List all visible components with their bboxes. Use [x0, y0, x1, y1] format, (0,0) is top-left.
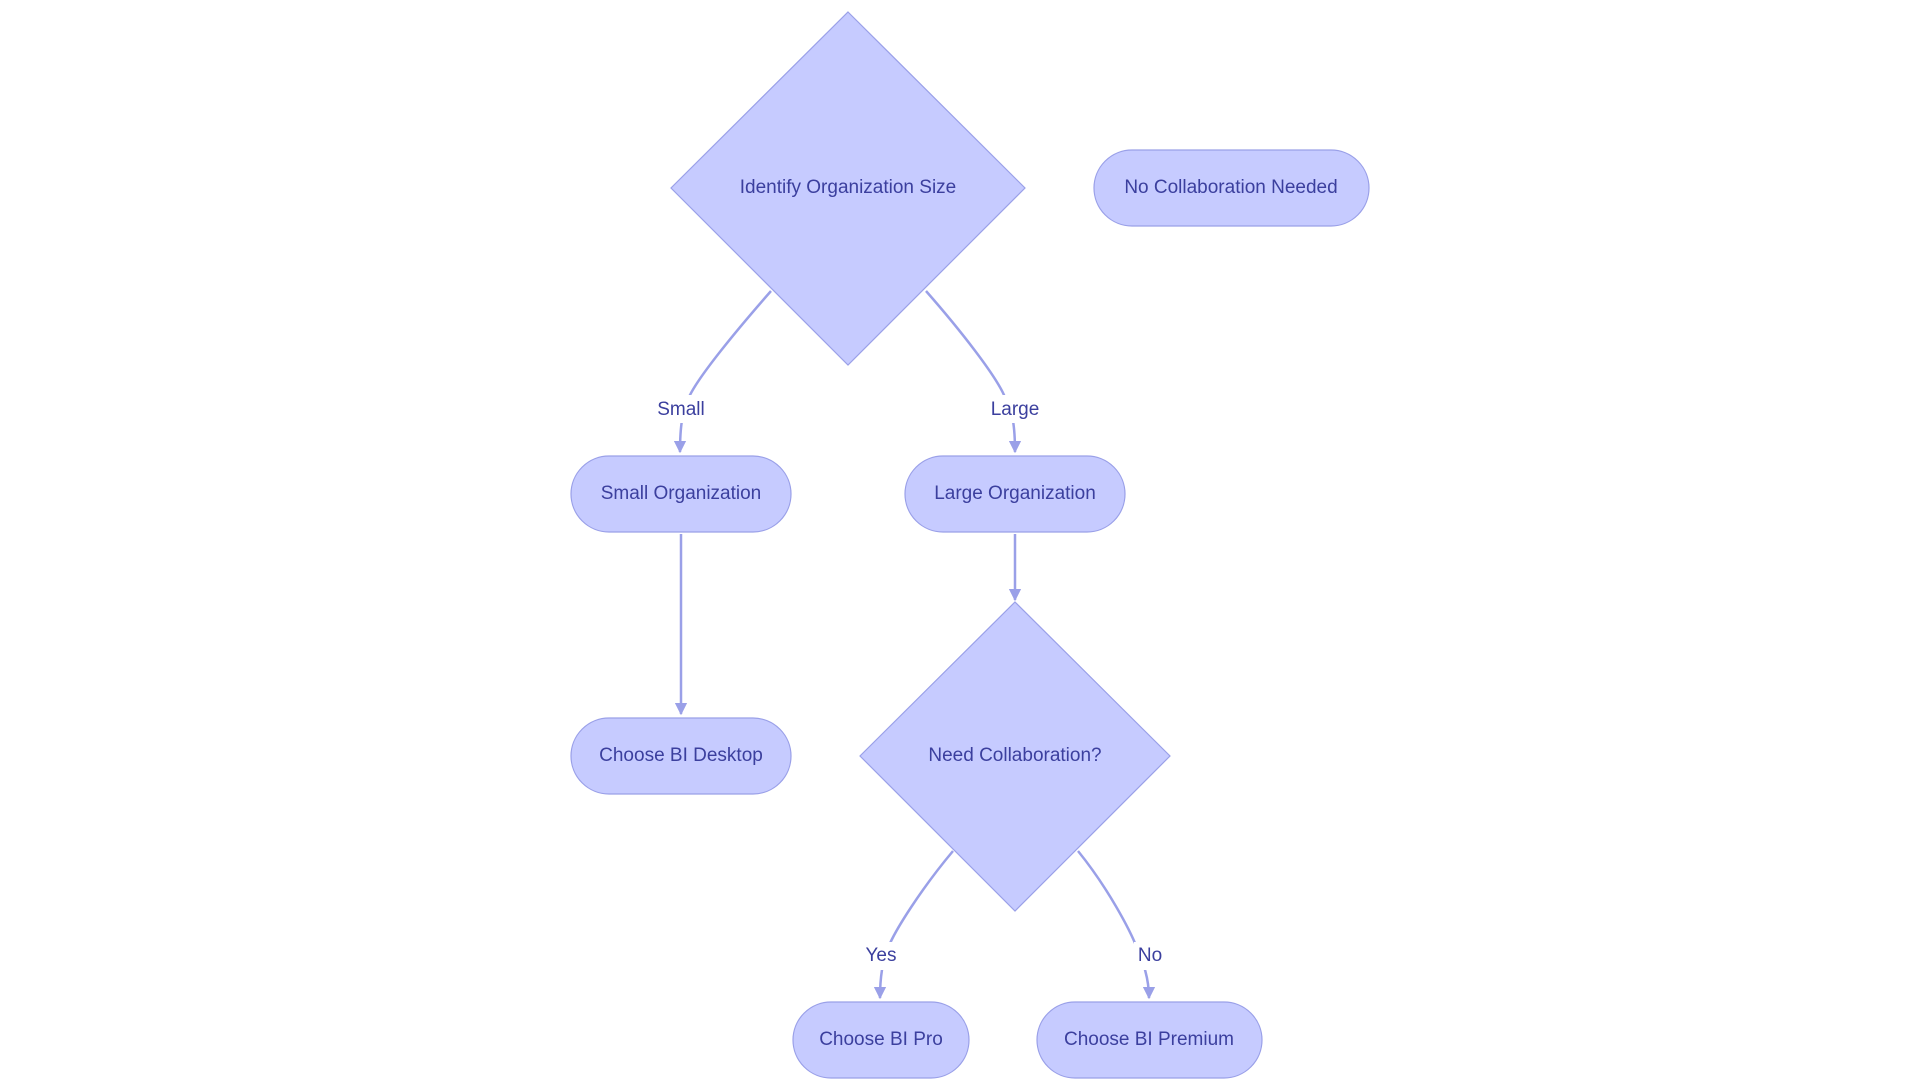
node-label: No Collaboration Needed: [1124, 177, 1337, 198]
node-choose-bi-premium: Choose BI Premium: [1036, 1001, 1263, 1079]
edge-label-small: Small: [657, 399, 705, 420]
node-large-organization: Large Organization: [904, 455, 1126, 533]
node-identify-organization-size: Identify Organization Size: [670, 11, 1026, 366]
edge-label-no: No: [1138, 945, 1162, 966]
node-choose-bi-pro: Choose BI Pro: [792, 1001, 970, 1079]
edge-label-yes: Yes: [866, 945, 897, 966]
node-choose-bi-desktop: Choose BI Desktop: [570, 717, 792, 795]
node-small-organization: Small Organization: [570, 455, 792, 533]
edge-collab-to-pro: [873, 850, 954, 1000]
edges: [673, 290, 1156, 1000]
node-label: Choose BI Desktop: [599, 745, 763, 766]
edge-identify-to-small: [673, 290, 772, 454]
edge-label-large: Large: [991, 399, 1040, 420]
node-label: Large Organization: [934, 483, 1096, 504]
edge-labels: Small Large Yes No: [654, 395, 1166, 970]
edge-collab-to-premium: [1077, 850, 1156, 1000]
node-label: Choose BI Premium: [1064, 1029, 1234, 1050]
node-label: Identify Organization Size: [740, 177, 957, 198]
node-label: Need Collaboration?: [928, 745, 1101, 766]
node-label: Small Organization: [601, 483, 762, 504]
edge-identify-to-large: [925, 290, 1022, 454]
node-label: Choose BI Pro: [819, 1029, 943, 1050]
node-need-collaboration: Need Collaboration?: [859, 601, 1171, 912]
node-no-collaboration-needed: No Collaboration Needed: [1093, 149, 1370, 227]
